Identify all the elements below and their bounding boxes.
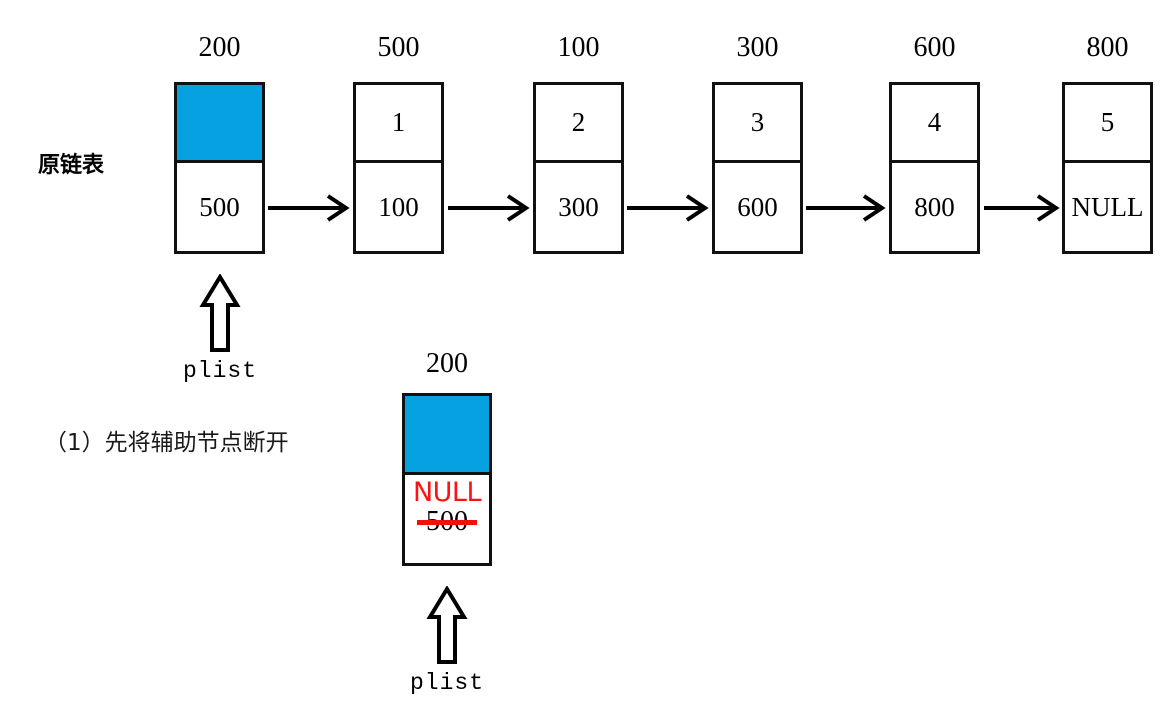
up-arrow-icon (426, 586, 468, 664)
step-one-next-new-value: NULL (412, 477, 482, 508)
plist-pointer-original-label: plist (182, 358, 257, 384)
list-node-4: 3 600 (712, 82, 803, 254)
node-address-label-5: 600 (913, 32, 956, 63)
list-node-5-value: 4 (892, 85, 977, 163)
link-arrow-3-to-4 (627, 194, 709, 222)
plist-pointer-step-one-label: plist (409, 670, 484, 696)
original-list-heading: 原链表 (38, 153, 105, 178)
list-node-2: 1 100 (353, 82, 444, 254)
node-address-label-2: 500 (377, 32, 420, 63)
list-node-2-value: 1 (356, 85, 441, 163)
list-node-1-next: 500 (199, 191, 240, 222)
node-address-label-4: 300 (736, 32, 779, 63)
step-one-node-value (405, 396, 489, 475)
list-node-6-value: 5 (1065, 85, 1150, 163)
list-node-6: 5 NULL (1062, 82, 1153, 254)
up-arrow-icon (199, 274, 241, 352)
plist-pointer-step-one: plist (397, 586, 497, 695)
list-node-1: 500 (174, 82, 265, 254)
step-one-caption: （1）先将辅助节点断开 (44, 430, 289, 456)
node-address-label-1: 200 (198, 32, 241, 63)
step-one-next-edit-stack: NULL 500 (405, 475, 489, 537)
list-node-3-next: 300 (558, 191, 599, 222)
list-node-4-value: 3 (715, 85, 800, 163)
link-arrow-5-to-6 (984, 194, 1060, 222)
node-address-label-6: 800 (1086, 32, 1129, 63)
strikethrough-line-icon (417, 520, 477, 526)
step-one-node: NULL 500 (402, 393, 492, 566)
link-arrow-4-to-5 (806, 194, 886, 222)
list-node-1-value (177, 85, 262, 163)
link-arrow-2-to-3 (448, 194, 530, 222)
link-arrow-1-to-2 (268, 194, 350, 222)
list-node-3: 2 300 (533, 82, 624, 254)
list-node-6-next: NULL (1071, 191, 1144, 222)
list-node-3-value: 2 (536, 85, 621, 163)
step-one-next-old-wrapper: 500 (417, 507, 477, 537)
list-node-5-next: 800 (914, 191, 955, 222)
plist-pointer-original: plist (170, 274, 270, 383)
list-node-4-next: 600 (737, 191, 778, 222)
step-one-node-next: NULL 500 (405, 475, 489, 563)
list-node-2-next: 100 (378, 191, 419, 222)
list-node-5: 4 800 (889, 82, 980, 254)
node-address-label-3: 100 (557, 32, 600, 63)
step-one-node-address-label: 200 (426, 348, 468, 379)
